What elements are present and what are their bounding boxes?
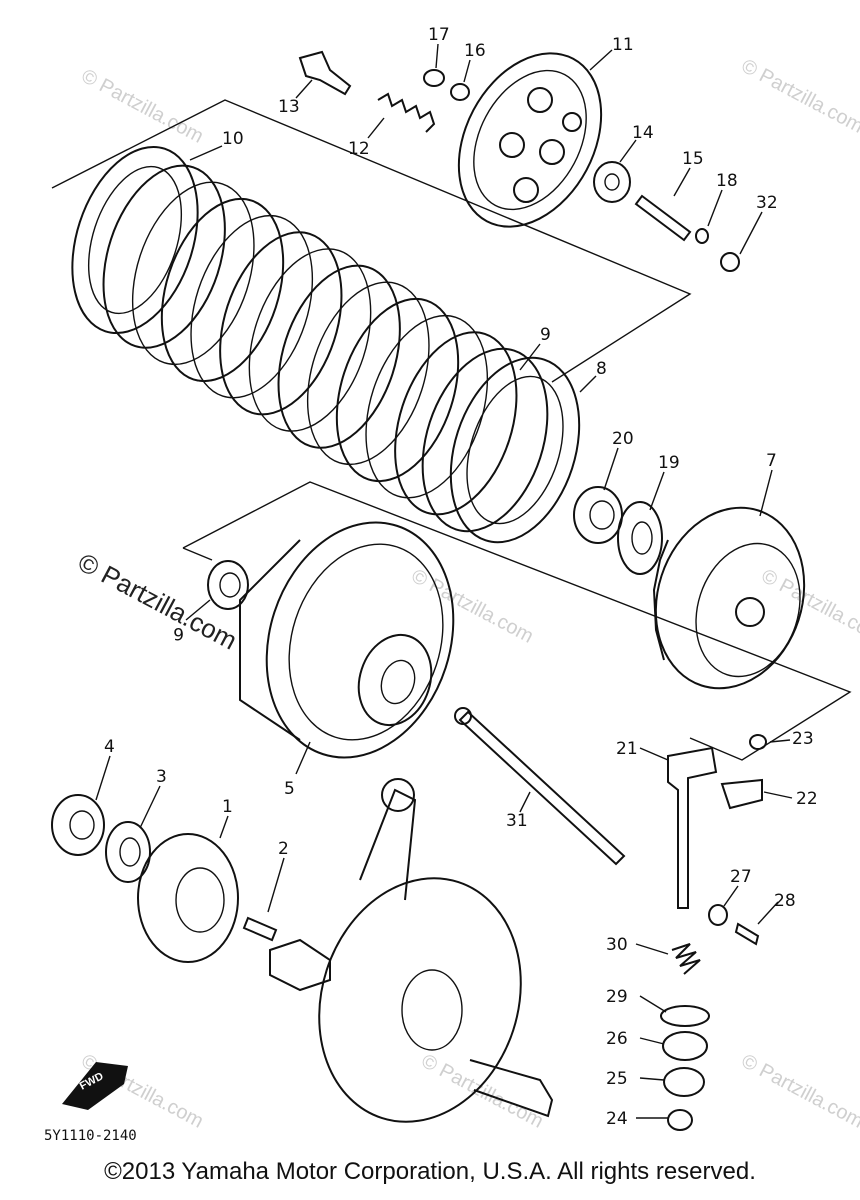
crankshaft-icon	[269, 778, 554, 1123]
callout-2: 2	[278, 839, 289, 859]
clutch-plate-icon	[160, 197, 285, 383]
thrust-washer-icon	[207, 560, 249, 610]
kick-shaft-icon	[454, 707, 626, 866]
callout-11: 11	[612, 35, 634, 55]
callout-23: 23	[792, 729, 814, 749]
callout-13: 13	[278, 97, 300, 117]
watermark-main: © Partzilla.com	[73, 547, 242, 656]
watermark: © Partzilla.com	[78, 65, 207, 148]
clutch-plate-icon	[365, 314, 489, 499]
small-parts-icon	[298, 50, 740, 272]
leader-lines	[95, 43, 793, 1119]
copyright-notice: ©2013 Yamaha Motor Corporation, U.S.A. A…	[104, 1158, 756, 1185]
callout-15: 15	[682, 149, 704, 169]
clutch-plate-icon	[394, 331, 518, 516]
callout-26: 26	[606, 1029, 628, 1049]
clutch-plate-icon	[102, 164, 226, 349]
pressure-plate-icon	[457, 52, 603, 228]
callout-19: 19	[658, 453, 680, 473]
callout-29: 29	[606, 987, 628, 1007]
callout-9: 9	[540, 325, 551, 345]
diagram-code: 5Y1110-2140	[44, 1128, 137, 1144]
watermark: © Partzilla.com	[738, 1050, 860, 1133]
callout-25: 25	[606, 1069, 628, 1089]
nut-washer-icon	[573, 486, 663, 575]
fwd-arrow-icon: FWD	[62, 1062, 128, 1110]
clutch-plate-icon	[277, 264, 401, 449]
clutch-plate-icon	[219, 231, 343, 416]
callout-22: 22	[796, 789, 818, 809]
callout-14: 14	[632, 123, 654, 143]
clutch-housing-icon	[239, 521, 455, 759]
callout-3: 3	[156, 767, 167, 787]
callout-12: 12	[348, 139, 370, 159]
clutch-plate-icon	[335, 297, 460, 483]
callout-27: 27	[730, 867, 752, 887]
callout-20: 20	[612, 429, 634, 449]
watermark: © Partzilla.com	[408, 565, 537, 648]
clutch-plate-stack-icon	[71, 145, 581, 544]
callout-8: 8	[596, 359, 607, 379]
callout-30: 30	[606, 935, 628, 955]
lever-assembly-icon	[667, 734, 767, 909]
callout-labels: 13 12 17 16 11 14 15 18 32 10 9 8 20 19 …	[104, 25, 818, 1129]
watermark: © Partzilla.com	[418, 1050, 547, 1133]
callout-7: 7	[766, 451, 777, 471]
assembly-outline	[51, 99, 852, 761]
clutch-plate-icon	[248, 248, 372, 432]
watermark: © Partzilla.com	[738, 55, 860, 138]
callout-5: 5	[284, 779, 295, 799]
callout-21: 21	[616, 739, 638, 759]
drive-gear-parts-icon	[51, 794, 278, 963]
callout-4: 4	[104, 737, 115, 757]
callout-17: 17	[428, 25, 450, 45]
callout-6: 6	[173, 623, 184, 643]
clutch-plate-icon	[190, 214, 314, 399]
lower-parts-icon	[660, 904, 760, 1131]
callout-1: 1	[222, 797, 233, 817]
callout-32: 32	[756, 193, 778, 213]
callout-24: 24	[606, 1109, 628, 1129]
callout-10: 10	[222, 129, 244, 149]
callout-28: 28	[774, 891, 796, 911]
watermark: © Partzilla.com	[758, 565, 860, 648]
callout-16: 16	[464, 41, 486, 61]
clutch-plate-icon	[306, 281, 430, 466]
clutch-boss-icon	[652, 506, 806, 690]
clutch-plate-icon	[131, 181, 255, 366]
callout-18: 18	[716, 171, 738, 191]
callout-31: 31	[506, 811, 528, 831]
watermark-layer: © Partzilla.com © Partzilla.com © Partzi…	[73, 55, 860, 1133]
